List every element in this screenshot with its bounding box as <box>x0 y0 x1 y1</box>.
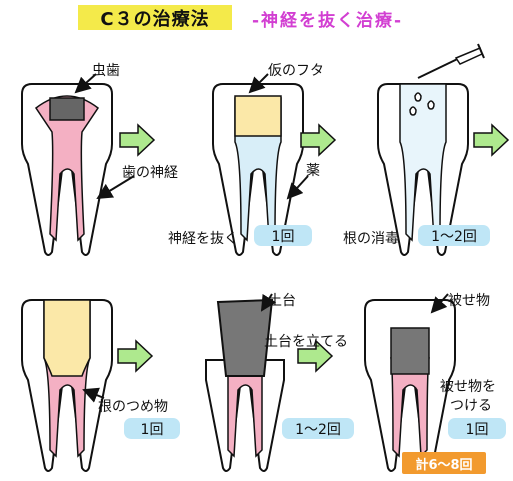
syringe-icon <box>409 43 485 116</box>
tooth-cavity <box>21 83 113 256</box>
tooth-disinfect <box>377 83 469 256</box>
total-visits-badge: 計6～8回 <box>402 452 486 474</box>
page-title: C３の治療法 <box>78 5 232 30</box>
label-crown: 被せ物 <box>448 293 490 309</box>
label-nerve: 歯の神経 <box>122 165 178 181</box>
label-medicine: 薬 <box>306 163 320 179</box>
step-build-core-label: 土台を立てる <box>264 334 348 350</box>
label-cavity: 虫歯 <box>92 63 120 79</box>
step-disinfect-root-label: 根の消毒 <box>343 231 399 247</box>
step-arrow <box>473 124 509 156</box>
tooth-crown <box>364 299 456 472</box>
tooth-core <box>205 298 285 472</box>
step-place-crown-label-line1: 被せ物を <box>440 379 496 395</box>
visit-count-badge: 1回 <box>254 225 312 246</box>
step-arrow <box>117 340 153 372</box>
step-extract-nerve-label: 神経を抜く <box>168 231 238 247</box>
pointer-lines <box>74 73 449 403</box>
label-core: 土台 <box>268 293 296 309</box>
visit-count-badge: 1回 <box>448 418 506 439</box>
label-temporary-cap: 仮のフタ <box>268 63 324 79</box>
visit-count-badge: 1～2回 <box>282 418 354 439</box>
label-root-filling: 根のつめ物 <box>98 399 168 415</box>
step-arrow <box>300 124 336 156</box>
step-place-crown-label-line2: つける <box>450 398 492 414</box>
step-arrow <box>119 124 155 156</box>
page-subtitle: -神経を抜く治療- <box>252 11 404 31</box>
tooth-temporary-cap <box>212 83 304 256</box>
visit-count-badge: 1回 <box>124 418 180 439</box>
visit-count-badge: 1～2回 <box>418 225 490 246</box>
tooth-root-filling <box>21 299 113 472</box>
